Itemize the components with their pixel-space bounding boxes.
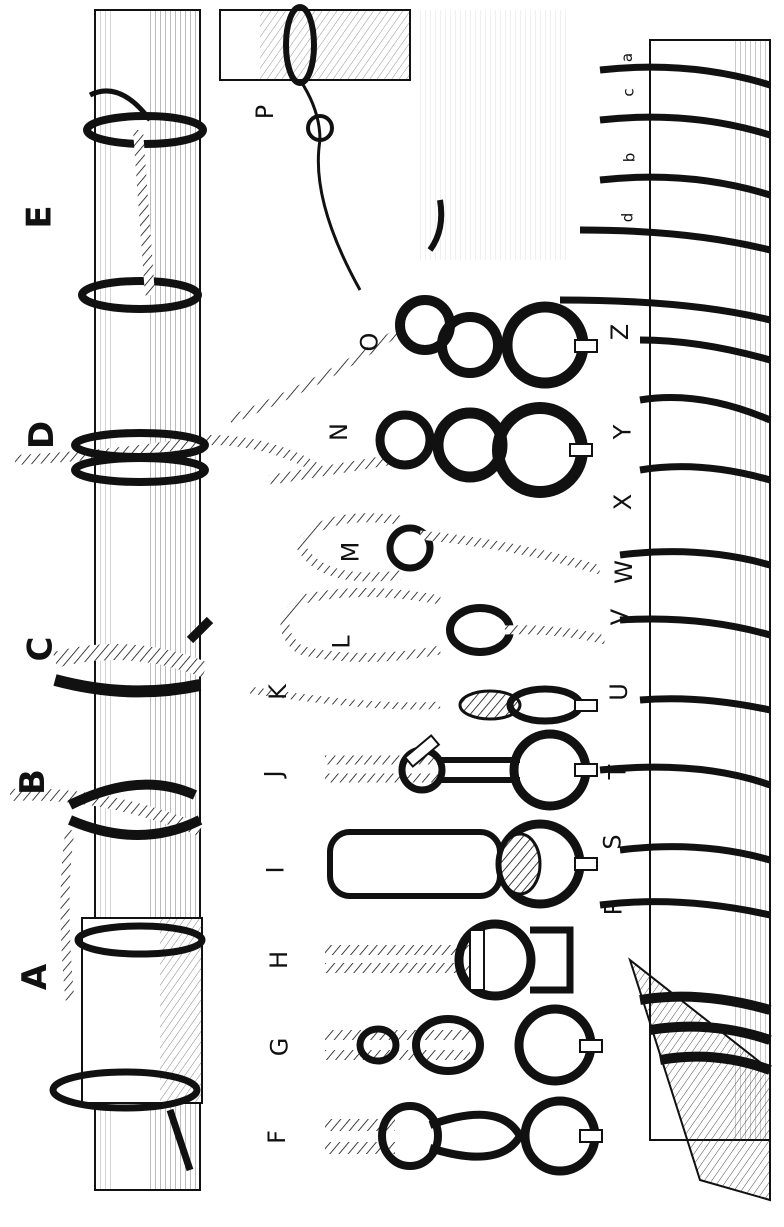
label-w: W — [612, 560, 636, 584]
label-t: T — [605, 765, 629, 780]
label-m: M — [338, 542, 362, 563]
knot-f-figure-eight-ring — [325, 1101, 602, 1171]
label-c: C — [23, 637, 57, 662]
label-small-c: c — [622, 88, 637, 96]
label-g: G — [267, 1038, 291, 1057]
knot-n-ring-bend — [270, 408, 592, 492]
label-small-b: b — [622, 153, 637, 163]
label-e: E — [23, 205, 57, 228]
label-b: B — [16, 769, 50, 795]
label-n: N — [327, 423, 351, 441]
label-h: H — [267, 951, 291, 969]
label-a: A — [18, 964, 52, 990]
label-v: V — [608, 609, 632, 625]
knot-k-eye-splice — [250, 689, 597, 721]
label-r: R — [601, 899, 625, 916]
label-k: K — [266, 684, 290, 700]
label-o: O — [357, 333, 381, 352]
label-d: D — [25, 421, 59, 449]
label-small-a: a — [620, 53, 635, 62]
label-z: Z — [608, 324, 632, 340]
knot-h-toggle-hitch — [325, 924, 570, 996]
knot-i-double-ring-hitch — [330, 824, 597, 904]
label-i: I — [264, 866, 288, 873]
label-j: J — [262, 770, 286, 777]
knot-j-toggle — [325, 734, 597, 806]
label-f: F — [265, 1130, 289, 1144]
label-s: S — [601, 834, 625, 849]
label-p: P — [253, 105, 277, 119]
label-small-d: d — [620, 213, 635, 223]
label-u: U — [607, 683, 631, 701]
label-y: Y — [610, 425, 634, 440]
knot-g-ring-hitch — [325, 1009, 602, 1081]
label-x: X — [611, 494, 635, 510]
label-l: L — [330, 635, 354, 648]
knot-p-post-hitch — [220, 7, 570, 290]
